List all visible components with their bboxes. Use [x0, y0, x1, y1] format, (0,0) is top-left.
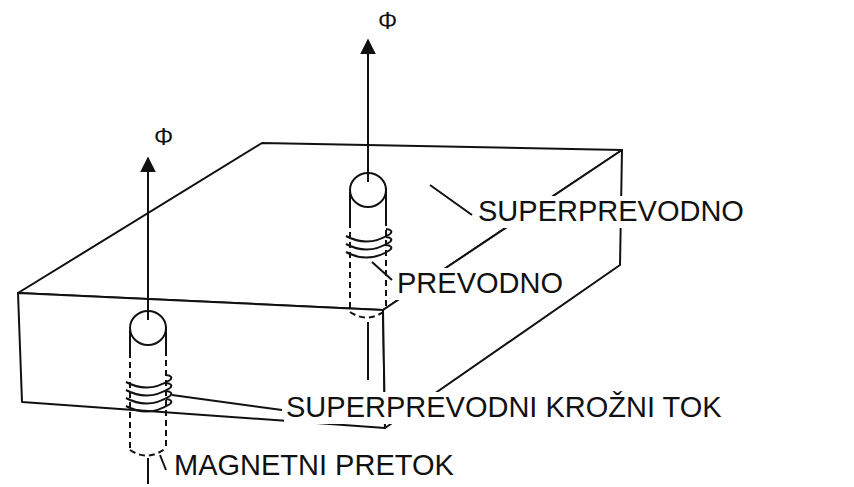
- current-label: SUPERPREVODNI KROŽNI TOK: [284, 392, 724, 424]
- flux-line: [367, 322, 369, 380]
- coil-turn: [166, 391, 171, 396]
- coil-turn: [386, 237, 391, 242]
- flux-arrow: [367, 40, 369, 182]
- coil-turn: [346, 242, 390, 250]
- leader-line: [372, 262, 392, 280]
- flux-tube: [130, 311, 166, 456]
- coil-turn: [386, 245, 391, 250]
- flux-line: [147, 458, 149, 484]
- coil-turn: [126, 396, 170, 404]
- coil-winding: [346, 229, 391, 258]
- coil-turn: [166, 375, 171, 380]
- leader-line: [430, 185, 472, 215]
- material-label: SUPERPREVODNO: [476, 196, 746, 228]
- flux-label: MAGNETNI PRETOK: [172, 450, 456, 482]
- flux-line: [160, 455, 166, 470]
- coil-turn: [346, 234, 390, 242]
- coil-winding: [126, 375, 171, 412]
- flux-symbol: Φ: [376, 8, 399, 34]
- material-label: PREVODNO: [395, 268, 565, 300]
- slab-side: [383, 150, 622, 428]
- flux-arrow: [147, 158, 149, 320]
- coil-turn: [126, 404, 170, 412]
- coil-turn: [166, 383, 171, 388]
- coil-turn: [346, 250, 390, 258]
- coil-turn: [126, 380, 170, 388]
- flux-symbol: Φ: [152, 124, 175, 150]
- coil-turn: [126, 388, 170, 396]
- coil-turn: [386, 229, 391, 234]
- leader-line: [172, 395, 282, 410]
- coil-turn: [166, 399, 171, 404]
- flux-tube: [350, 173, 386, 318]
